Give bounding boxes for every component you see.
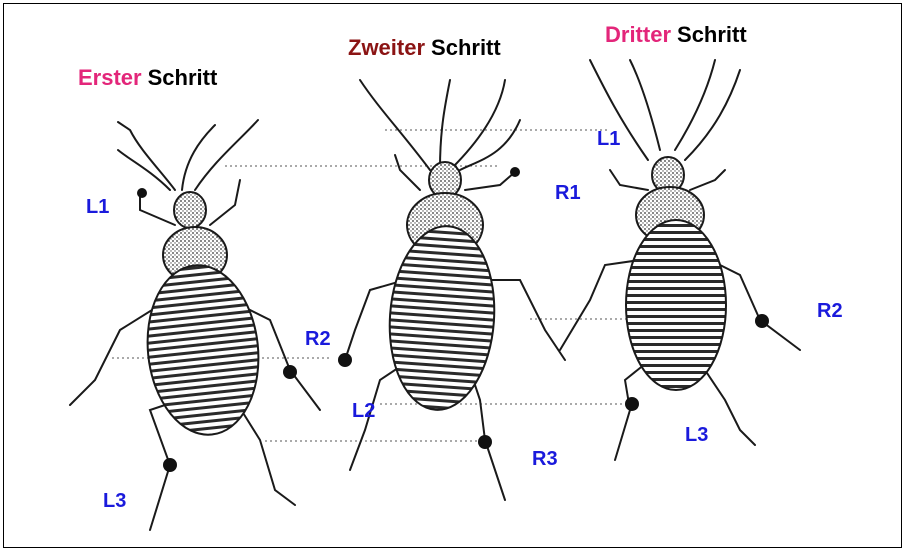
label-b3-r2: R2 (817, 300, 843, 323)
label-b1-l1: L1 (86, 196, 109, 219)
label-b2-r2: R2 (305, 328, 331, 351)
label-b3-l1: L1 (597, 128, 620, 151)
title-step-3-word: Dritter (605, 22, 671, 47)
label-b1-l3: L3 (103, 490, 126, 513)
title-step-2-word: Zweiter (348, 35, 425, 60)
beetle-3-icon (560, 60, 800, 460)
label-b2-r3: R3 (532, 448, 558, 471)
title-step-1-schritt: Schritt (148, 65, 218, 90)
title-step-3-schritt: Schritt (677, 22, 747, 47)
title-step-1-word: Erster (78, 65, 142, 90)
label-b3-l3: L3 (685, 424, 708, 447)
label-b3-r1: R1 (555, 182, 581, 205)
beetle-1-icon (70, 120, 320, 530)
label-b2-l2: L2 (352, 400, 375, 423)
title-step-2-schritt: Schritt (431, 35, 501, 60)
beetle-2-icon (345, 80, 565, 500)
